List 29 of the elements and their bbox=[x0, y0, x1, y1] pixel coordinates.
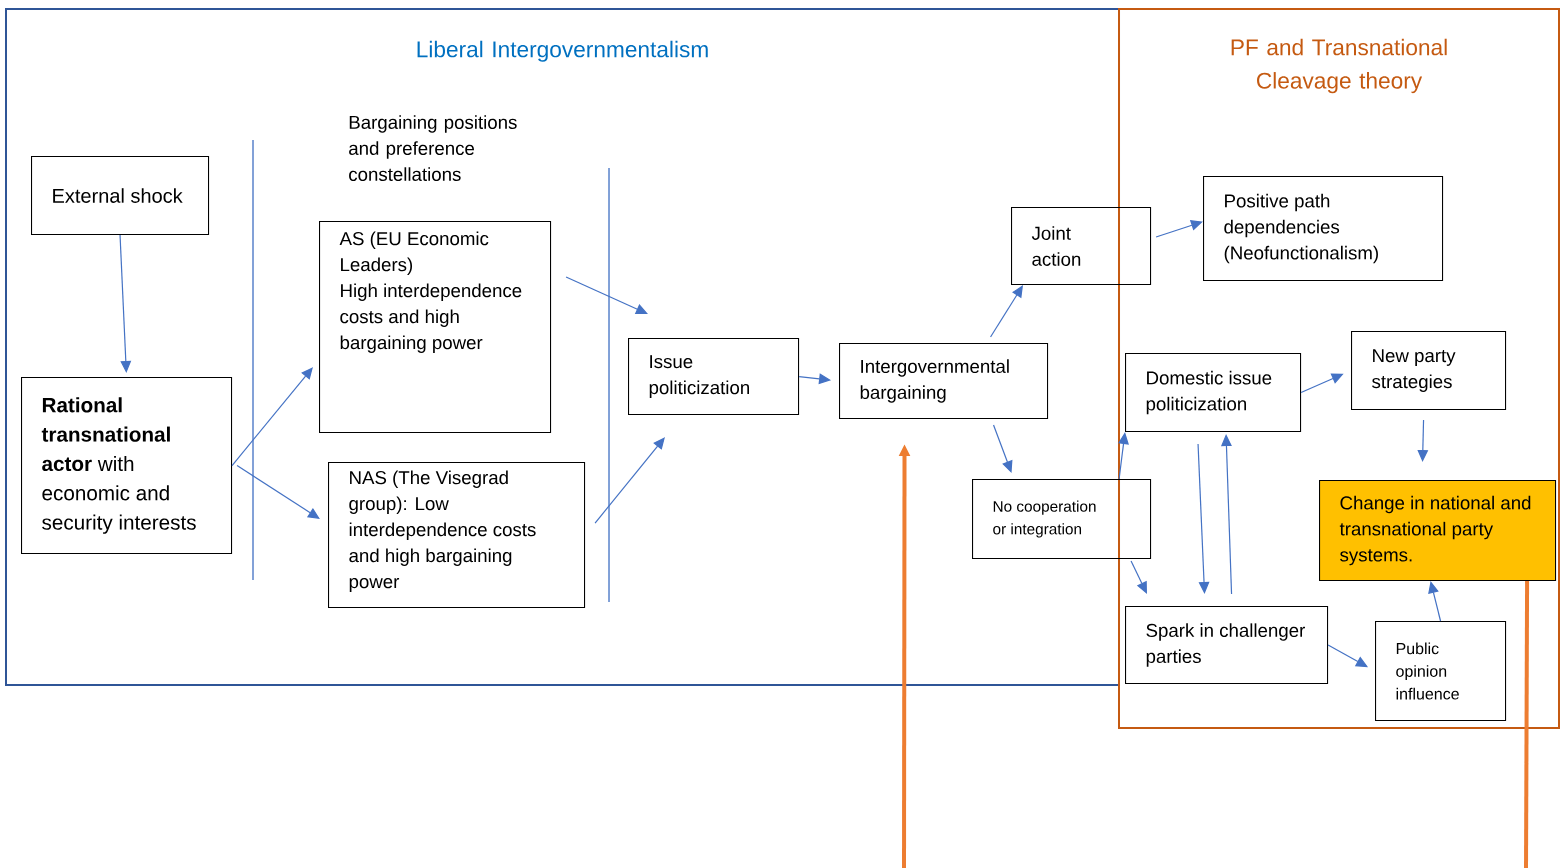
process-box: Positive path dependencies (Neofunctionalism) bbox=[1203, 176, 1444, 282]
arrow bbox=[594, 437, 665, 524]
arrow bbox=[1197, 443, 1210, 594]
arrow bbox=[992, 424, 1013, 473]
process-box: Rational transnational actor with economic and security interests bbox=[21, 377, 233, 555]
arrow bbox=[1220, 434, 1233, 595]
process-box: Joint action bbox=[1011, 207, 1152, 286]
process-box: Domestic issue politicization bbox=[1125, 353, 1302, 433]
arrow bbox=[1417, 419, 1429, 462]
process-box: AS (EU Economic Leaders) High interdependence costs and high bargaining power bbox=[319, 221, 552, 434]
process-box: Intergovernmental bargaining bbox=[839, 343, 1049, 420]
arrow bbox=[1118, 432, 1129, 480]
heading-text: Bargaining positions and preference constellations bbox=[349, 115, 517, 181]
arrow bbox=[231, 367, 313, 467]
arrow bbox=[1327, 644, 1368, 668]
arrow bbox=[565, 276, 648, 315]
process-box: External shock bbox=[31, 156, 210, 236]
process-box: No cooperation or integration bbox=[972, 479, 1152, 560]
process-box: New party strategies bbox=[1351, 331, 1507, 411]
process-box: Public opinion influence bbox=[1375, 621, 1507, 722]
process-box: Spark in challenger parties bbox=[1125, 606, 1329, 685]
process-box: NAS (The Visegrad group): Low interdependence costs and high bargaining power bbox=[328, 462, 586, 609]
arrow bbox=[119, 234, 132, 373]
process-box: Issue politicization bbox=[628, 338, 800, 416]
arrow bbox=[1130, 560, 1147, 594]
arrow bbox=[236, 464, 320, 519]
highlighted-box: Change in national and transnational party systems. bbox=[1319, 480, 1557, 582]
arrow bbox=[1155, 220, 1203, 238]
arrow bbox=[1428, 581, 1442, 622]
